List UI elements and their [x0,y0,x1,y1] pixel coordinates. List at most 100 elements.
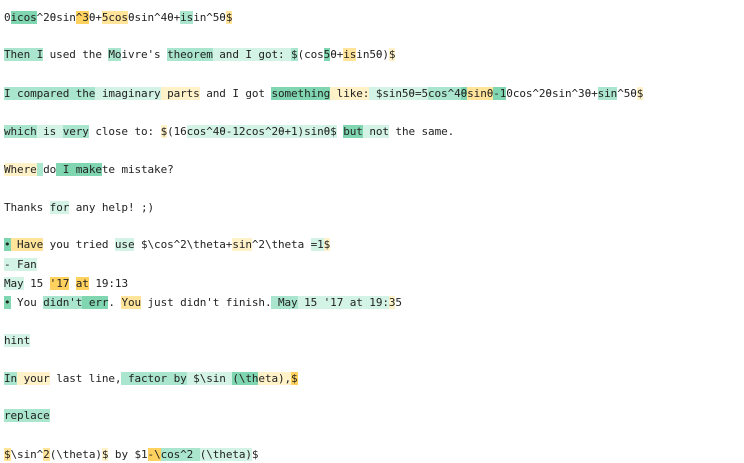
text-line: replace [4,408,50,423]
highlighted-token: parts [160,87,200,100]
highlighted-token: =1 [310,238,324,251]
highlighted-token: didn't [43,296,83,309]
highlighted-token: but [343,125,363,138]
highlighted-token: cos^2 [160,448,200,461]
highlighted-token: - Fan [4,258,37,271]
text-line: Then I used the Moivre's theorem and I g… [4,47,396,62]
highlighted-token: replace [4,409,50,422]
highlighted-token: $ [291,48,298,61]
highlighted-token: icos [10,11,37,24]
highlighted-token: Then I [4,48,44,61]
token: any help! ;) [69,201,155,214]
highlighted-token: -1 [493,87,507,100]
token: ^2θsin [36,11,76,24]
highlighted-token: '17 [49,277,70,290]
highlighted-token: not [362,125,389,138]
highlighted-token: at [75,277,89,290]
highlighted-token: Mo [108,48,122,61]
highlighted-token: May [271,296,298,309]
token: You [10,296,44,309]
highlighted-token: which [4,125,37,138]
highlighted-token: like: [330,87,370,100]
highlighted-token: 2 [43,448,50,461]
token: (\theta) [49,448,102,461]
text-line: which is very close to: $(16cos^4θ-12cos… [4,124,454,139]
highlighted-token: Where [4,163,37,176]
text-line: 0icos^2θsin^3θ+5cosθsin^4θ+isin^5θ$ [4,10,232,25]
highlighted-token: $ [101,448,109,461]
highlighted-token: $ [291,372,298,385]
text-line: In your last line, factor by $\sin (\the… [4,371,298,386]
token: (16 [167,125,187,138]
token: $ [251,448,259,461]
highlighted-token: • [4,238,11,251]
highlighted-token: sinθ [467,87,494,100]
text-line: May 15 '17 at 19:13 [4,276,128,291]
highlighted-token: 3 [388,296,396,309]
highlighted-token: You [121,296,142,309]
token: 5 [395,296,402,309]
highlighted-token: eta), [258,372,292,385]
token: ^2\theta [251,238,311,251]
highlighted-token: May [4,277,24,290]
token: 15 [23,277,50,290]
highlighted-token: -\ [147,448,161,461]
highlighted-token: In [4,372,18,385]
text-line: hint [4,333,30,348]
token: you tried [43,238,115,251]
token: ivre's [121,48,168,61]
token [69,277,76,290]
highlighted-token: factor by [121,372,187,385]
token: θ+ [330,48,344,61]
token: te [101,163,115,176]
token: by $1 [108,448,148,461]
highlighted-token: $sin5θ=5 [369,87,428,100]
token: do [43,163,57,176]
highlighted-token: 15 '17 at 19: [297,296,389,309]
highlighted-token: very [62,125,89,138]
highlighted-token: $ [225,11,233,24]
highlighted-token: cos^4 [428,87,461,100]
token: and I got [199,87,272,100]
highlighted-token: hint [4,334,31,347]
highlighted-token: sin [232,238,252,251]
highlighted-token: (\th [232,372,259,385]
token: θ+ [88,11,102,24]
highlighted-token: $ [388,48,396,61]
highlighted-token: and [212,48,239,61]
highlighted-token: sin [597,87,618,100]
token: (cos [297,48,324,61]
highlighted-token: $ [4,448,11,461]
text-line: • Have you tried use $\cos^2\theta+sin^2… [4,237,330,252]
text-line: Thanks for any help! ;) [4,200,154,215]
highlighted-token: 5 [323,48,331,61]
highlighted-token: • [4,296,11,309]
highlighted-token: is [343,48,357,61]
token: just didn't finish. [141,296,272,309]
highlighted-token: cos^4θ-12cos^2θ+1)sinθ$ [186,125,337,138]
highlighted-token: θ [460,87,468,100]
token: 0cos^2θsin^3θ+ [506,87,598,100]
highlighted-token: theorem [167,48,213,61]
token: $\cos^2\theta+ [134,238,233,251]
highlighted-token: is [36,125,63,138]
token: last line, [49,372,122,385]
highlighted-token: I [4,87,11,100]
token: the same. [388,125,455,138]
token: mistake? [114,163,174,176]
text-line: • You didn't err. You just didn't finish… [4,295,402,310]
highlighted-token: imaginary [95,87,161,100]
highlighted-token: err [82,296,109,309]
text-line: Where do I makete mistake? [4,162,174,177]
highlighted-token [36,163,44,176]
token: θsin^4θ+ [127,11,181,24]
highlighted-token: Have [10,238,44,251]
highlighted-token: I got: [238,48,292,61]
token: in^5θ [193,11,226,24]
token: Thanks [4,201,50,214]
token: in5θ) [356,48,389,61]
highlighted-token: I make [56,163,102,176]
highlighted-token: $ [160,125,168,138]
highlighted-token: is [180,11,194,24]
